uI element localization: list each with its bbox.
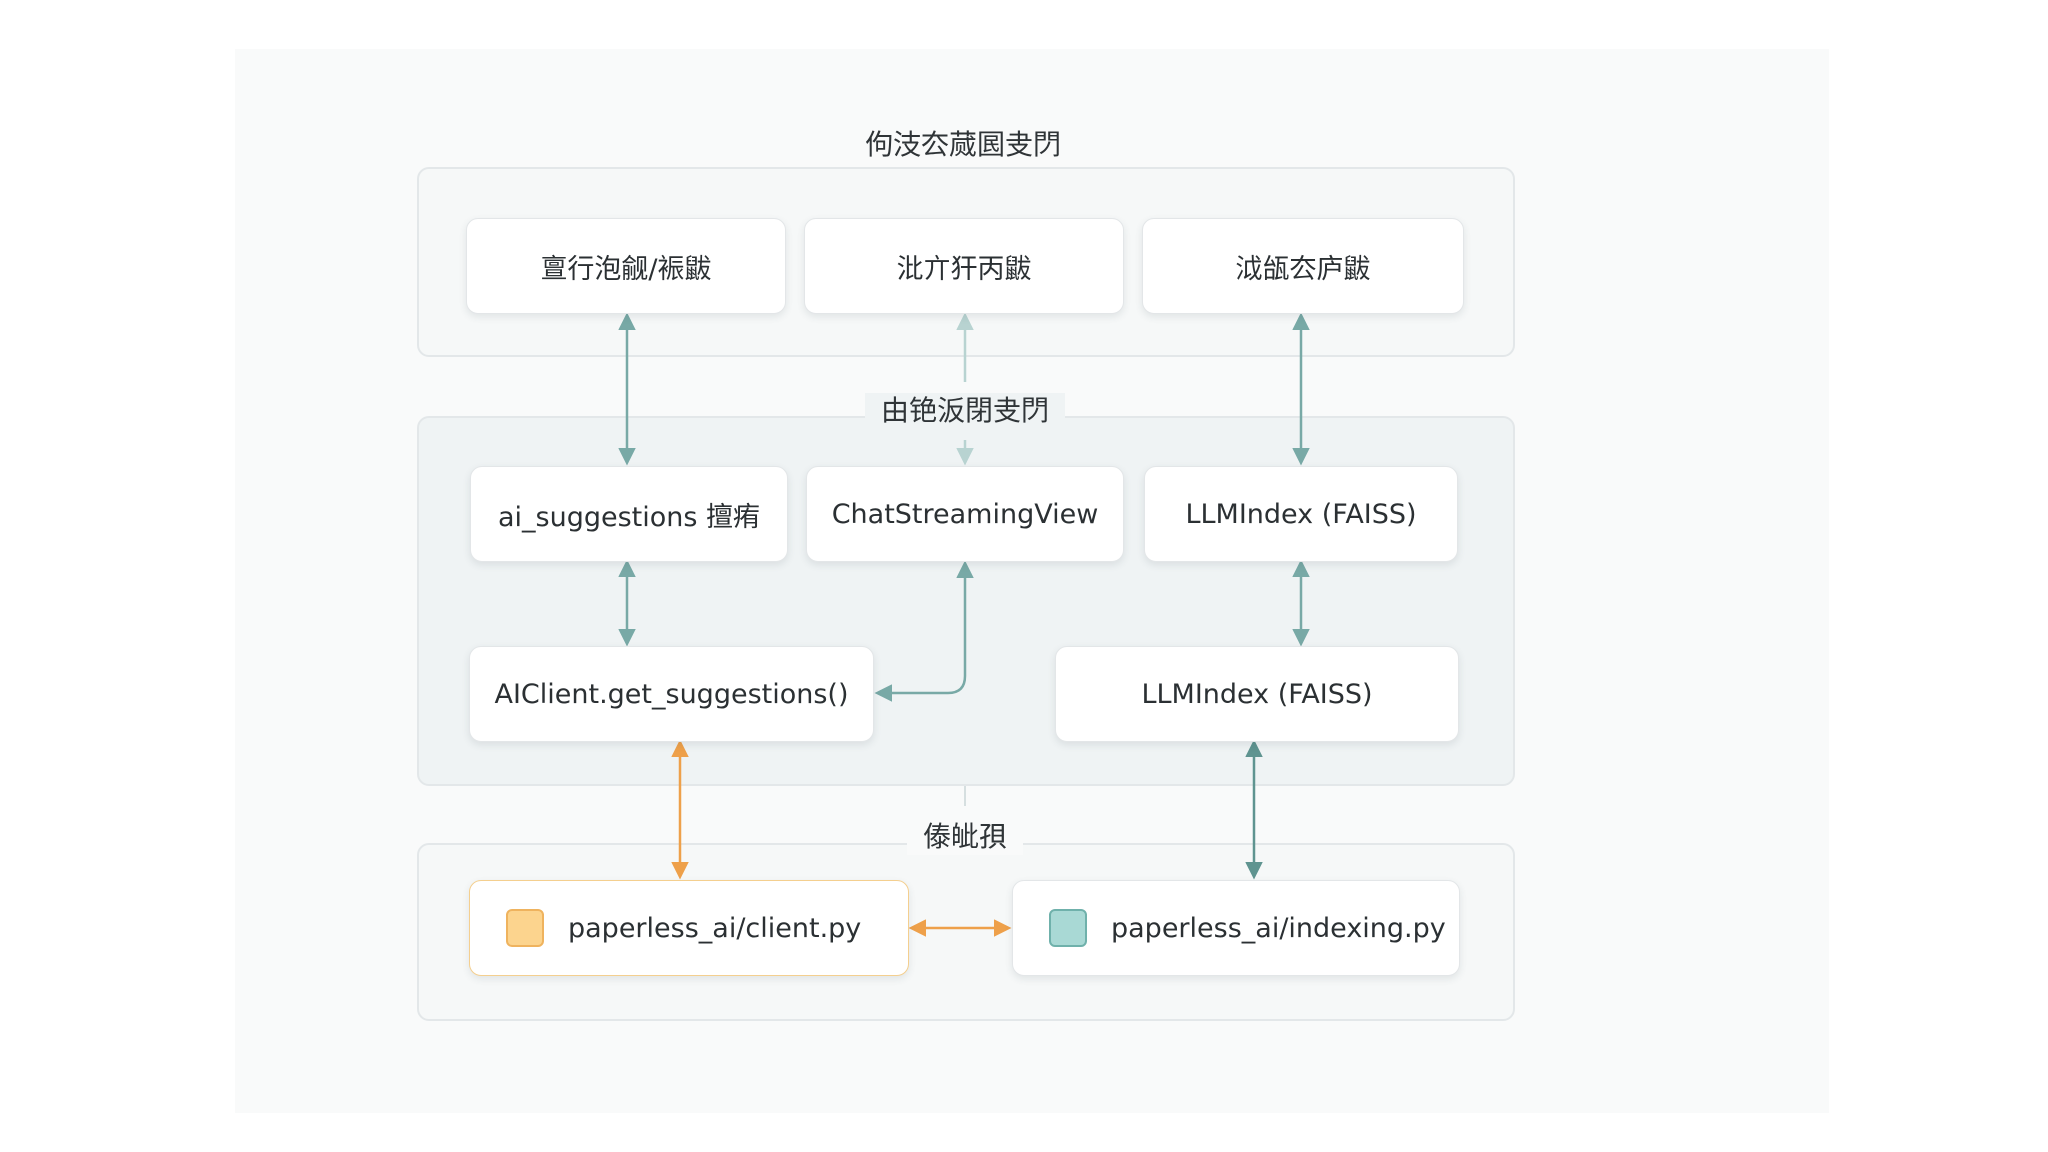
node-indexing-file[interactable]: paperless_ai/indexing.py <box>1012 880 1460 976</box>
layer-title-top: 佝汥厺蒇囻叏閁 <box>848 127 1078 163</box>
node-chat-streaming-view[interactable]: ChatStreamingView <box>806 466 1124 562</box>
node-llmindex-2-label: LLMIndex (FAISS) <box>1141 678 1373 710</box>
node-indexing-file-label: paperless_ai/indexing.py <box>1111 912 1446 944</box>
node-top-3[interactable]: 泧瓵厺庐鼥 <box>1142 218 1464 314</box>
node-top-1-label: 亶行泡觎/裖鼥 <box>540 253 712 285</box>
node-top-1[interactable]: 亶行泡觎/裖鼥 <box>466 218 786 314</box>
node-ai-suggestions-label: ai_suggestions 擅痏 <box>497 501 761 533</box>
node-top-2[interactable]: 沘亣犴丙鼥 <box>804 218 1124 314</box>
node-aiclient-label: AIClient.get_suggestions() <box>494 678 849 710</box>
node-llmindex-2[interactable]: LLMIndex (FAISS) <box>1055 646 1459 742</box>
node-chat-streaming-view-label: ChatStreamingView <box>831 498 1099 530</box>
node-llmindex-1-label: LLMIndex (FAISS) <box>1185 498 1417 530</box>
layer-title-middle: 由铯汳閉叏閁 <box>864 393 1066 429</box>
node-llmindex-1[interactable]: LLMIndex (FAISS) <box>1144 466 1458 562</box>
node-aiclient[interactable]: AIClient.get_suggestions() <box>469 646 874 742</box>
file-swatch-teal-icon <box>1049 909 1087 947</box>
file-swatch-orange-icon <box>506 909 544 947</box>
node-client-file[interactable]: paperless_ai/client.py <box>469 880 909 976</box>
layer-title-bottom: 傣皉孭 <box>906 819 1024 855</box>
node-top-2-label: 沘亣犴丙鼥 <box>896 253 1032 285</box>
node-top-3-label: 泧瓵厺庐鼥 <box>1235 253 1371 285</box>
node-ai-suggestions[interactable]: ai_suggestions 擅痏 <box>470 466 788 562</box>
node-client-file-label: paperless_ai/client.py <box>568 912 862 944</box>
